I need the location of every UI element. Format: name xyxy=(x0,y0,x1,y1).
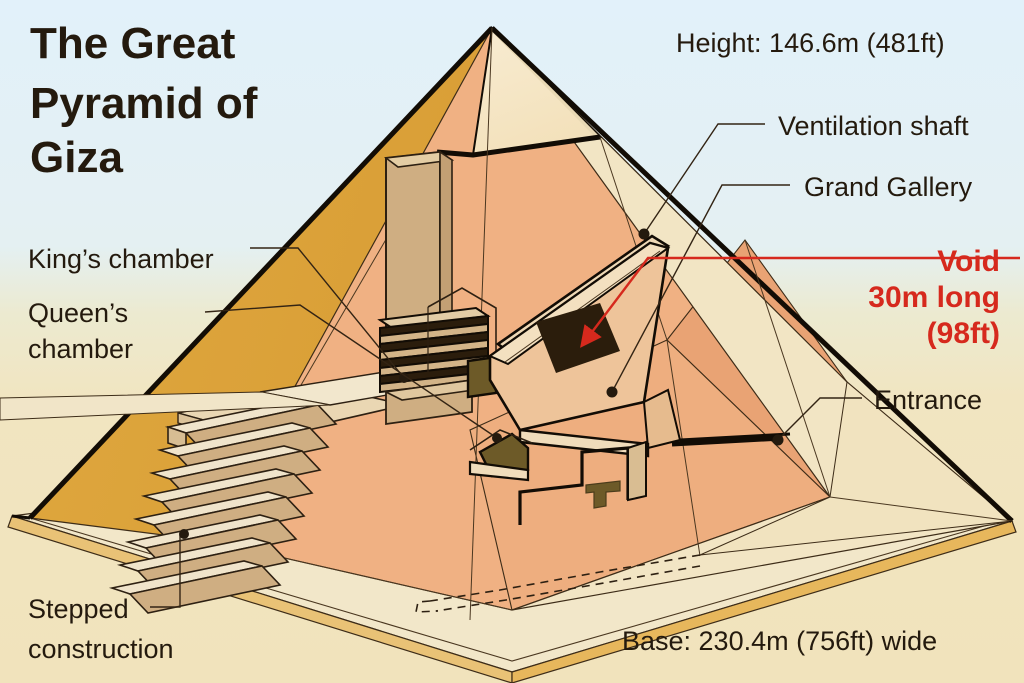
anchor-dot-kings-chamber xyxy=(399,373,409,383)
title-line-1: The Great xyxy=(30,19,236,68)
label-void-line2: 30m long xyxy=(868,281,1000,314)
text-labels: The Great Pyramid of Giza Height: 146.6m… xyxy=(28,19,1000,664)
leader-ventilation xyxy=(643,123,765,235)
label-void-line1: Void xyxy=(937,245,1000,278)
anchor-dot-ventilation xyxy=(638,228,650,240)
queens-chamber xyxy=(468,429,533,482)
entrance-corridor xyxy=(671,432,791,447)
void-cavity xyxy=(536,303,620,373)
leader-void-red xyxy=(580,256,1020,348)
label-kings-chamber: King’s chamber xyxy=(28,244,214,274)
label-queens-chamber-line2: chamber xyxy=(28,334,133,364)
anchor-dot-grand-gallery xyxy=(606,386,618,398)
anchor-dot-stepped xyxy=(179,529,189,539)
leader-lines xyxy=(150,123,1020,608)
label-queens-chamber-line1: Queen’s xyxy=(28,298,128,328)
leader-entrance xyxy=(777,397,862,441)
leader-stepped xyxy=(150,535,181,608)
label-entrance: Entrance xyxy=(874,385,982,415)
descending-passage-dashed xyxy=(415,554,701,613)
relieving-chambers xyxy=(377,287,497,426)
anchor-dot-entrance xyxy=(772,434,784,446)
title-line-2: Pyramid of xyxy=(30,79,258,128)
ventilation-shaft xyxy=(383,150,455,354)
pyramid-left-silhouette xyxy=(28,26,494,520)
label-void-line3: (98ft) xyxy=(927,317,1000,350)
label-stepped-line2: construction xyxy=(28,634,174,664)
base-measurement: Base: 230.4m (756ft) wide xyxy=(622,626,937,656)
anchor-dot-queens-chamber xyxy=(492,433,502,443)
height-measurement: Height: 146.6m (481ft) xyxy=(676,28,945,58)
pyramid-right-silhouette xyxy=(490,26,1014,523)
pyramid-body xyxy=(11,25,1014,621)
title-line-3: Giza xyxy=(30,133,123,182)
label-grand-gallery: Grand Gallery xyxy=(804,172,973,202)
label-stepped-line1: Stepped xyxy=(28,594,129,624)
leader-queens-chamber xyxy=(204,304,498,439)
subterranean-chamber xyxy=(518,440,647,525)
leader-kings-chamber xyxy=(250,247,405,379)
label-ventilation-shaft: Ventilation shaft xyxy=(778,111,969,141)
leader-grand-gallery xyxy=(611,184,790,393)
